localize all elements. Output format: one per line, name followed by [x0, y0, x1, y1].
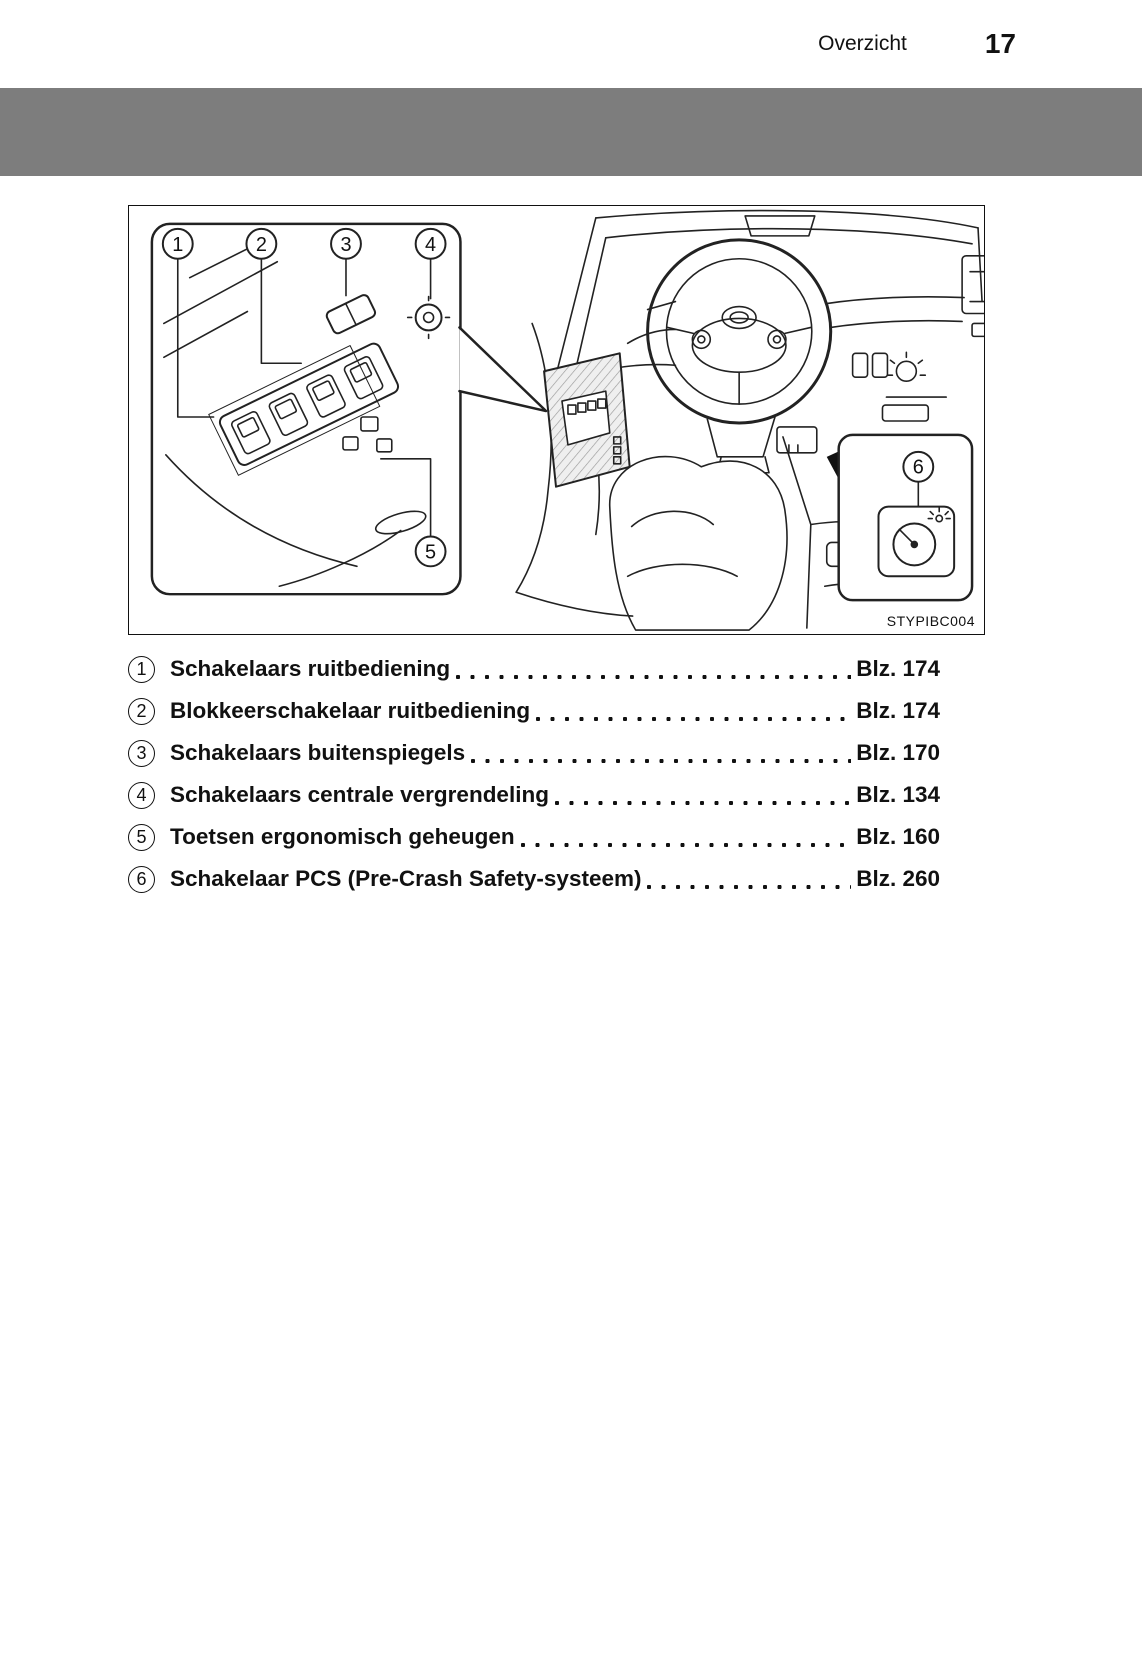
- figure-code: STYPIBC004: [882, 613, 975, 629]
- legend-label: Schakelaar PCS (Pre-Crash Safety-systeem…: [170, 866, 642, 891]
- page-number: 17: [984, 28, 1016, 59]
- dashboard-art: [515, 209, 984, 631]
- car-interior-illustration: 1 2 3 4 5 6: [150, 209, 984, 631]
- callout-number: 6: [128, 865, 155, 893]
- callout-4: 4: [425, 234, 436, 256]
- callout-3: 3: [340, 234, 351, 256]
- overview-figure: 1 2 3 4 5 6 STYPIBC004: [128, 205, 985, 635]
- callout-number: 1: [128, 655, 155, 683]
- legend-item: 3 Schakelaars buitenspiegels Blz. 170: [128, 732, 940, 774]
- legend-label: Schakelaars buitenspiegels: [170, 740, 466, 765]
- legend-label: Blokkeerschakelaar ruitbediening: [170, 698, 531, 723]
- callout-number: 5: [128, 823, 155, 851]
- leader-line-2: [260, 258, 302, 365]
- page-header: Overzicht 17: [0, 0, 1142, 88]
- callout-circle-4: [414, 227, 447, 260]
- legend-label: Schakelaars ruitbediening: [170, 656, 451, 681]
- page-reference: Blz. 174: [856, 656, 940, 681]
- memory-buttons: [360, 416, 379, 432]
- legend-item: 5 Toetsen ergonomisch geheugen Blz. 160: [128, 816, 940, 858]
- page-content: 1 2 3 4 5 6 STYPIBC004 1 Schakelaars ru: [0, 176, 1142, 900]
- window-switch-cluster: [208, 342, 400, 476]
- legend-label: Toetsen ergonomisch geheugen: [170, 824, 515, 849]
- legend-list: 1 Schakelaars ruitbediening Blz. 174 2 B…: [128, 648, 940, 900]
- mirror-switch: [325, 294, 377, 335]
- callout-1: 1: [172, 234, 183, 256]
- callout-number: 4: [128, 781, 155, 809]
- page-reference: Blz. 160: [856, 824, 940, 849]
- callout-circle-1: [161, 227, 194, 260]
- dot-leader: [646, 884, 852, 890]
- steering-wheel: [646, 238, 833, 425]
- leader-line-1: [176, 258, 215, 418]
- page-reference: Blz. 174: [856, 698, 940, 723]
- callout-number: 2: [128, 697, 155, 725]
- callout-number: 3: [128, 739, 155, 767]
- dot-leader: [455, 674, 852, 680]
- pcs-inset: [837, 433, 974, 602]
- legend-item: 4 Schakelaars centrale vergrendeling Blz…: [128, 774, 940, 816]
- callout-2: 2: [256, 234, 267, 256]
- callout-5: 5: [425, 541, 436, 563]
- callout-circle-2: [245, 227, 278, 260]
- callout-circle-3: [330, 227, 362, 260]
- legend-item: 6 Schakelaar PCS (Pre-Crash Safety-syste…: [128, 858, 940, 900]
- legend-label: Schakelaars centrale vergrendeling: [170, 782, 549, 807]
- legend-item: 1 Schakelaars ruitbediening Blz. 174: [128, 648, 940, 690]
- pcs-switch-location: [776, 426, 818, 454]
- mirror-knob: [414, 303, 443, 332]
- callout-circle-5: [414, 535, 447, 568]
- dot-leader: [470, 758, 852, 764]
- dot-leader: [535, 716, 852, 722]
- dot-leader: [553, 800, 852, 806]
- section-banner: [0, 88, 1142, 176]
- dot-leader: [519, 842, 852, 848]
- leader-line-5: [380, 458, 432, 537]
- page-reference: Blz. 134: [856, 782, 940, 807]
- section-title: Overzicht: [818, 32, 907, 55]
- manual-page: Overzicht 17: [0, 0, 1142, 900]
- callout-6: 6: [913, 457, 924, 479]
- figure-callouts: 1 2 3 4 5 6: [161, 227, 935, 568]
- door-panel-callout-box: [150, 222, 548, 596]
- page-reference: Blz. 260: [856, 866, 940, 891]
- page-reference: Blz. 170: [856, 740, 940, 765]
- callout-circle-6: [902, 450, 935, 483]
- legend-item: 2 Blokkeerschakelaar ruitbediening Blz. …: [128, 690, 940, 732]
